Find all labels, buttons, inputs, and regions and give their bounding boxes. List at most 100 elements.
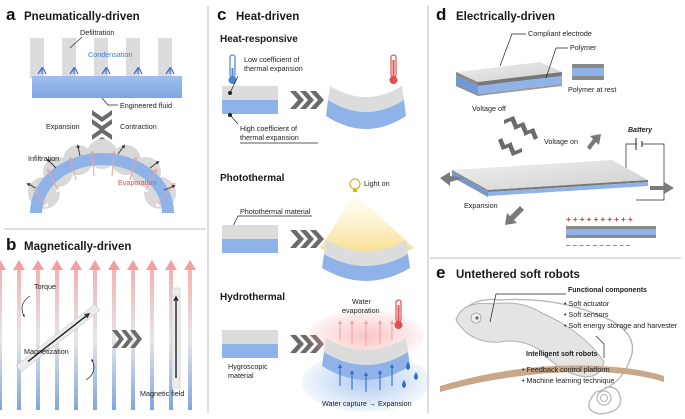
panel-e-title: Untethered soft robots [456,269,580,281]
low-coefficient-label-1: Low coefficient of [244,55,299,64]
magnetization-label: Magnetization [24,347,69,356]
water-evaporation-label-1: Water [352,297,372,306]
hy-bent-gray [324,338,408,365]
isr-item-0: • Feedback control platform [522,365,610,374]
panel-e: e Untethered soft robots Functional comp… [436,263,678,415]
panel-c: c Heat-driven Heat-responsive Low coeffi… [217,5,430,412]
panel-b-chevrons [112,330,142,348]
light-cone [320,194,414,258]
fc-item-0: • Soft actuator [564,299,610,308]
hy-blue-layer [222,344,278,358]
panel-d-title: Electrically-driven [456,11,555,23]
voltage-off-label: Voltage off [472,104,506,113]
bent-blue [326,100,406,129]
condensation-marks [37,67,175,75]
low-leader [229,75,239,94]
photothermal-material-label: Photothermal material [240,207,311,216]
dea-stack-rest [456,62,562,96]
water-capture-arrows [337,363,395,392]
panel-a-title: Pneumatically-driven [24,11,140,23]
torque-label: Torque [34,282,56,291]
hydrothermal-title: Hydrothermal [220,292,285,303]
charged-polymer [566,229,656,235]
functional-components-title: Functional components [568,287,647,294]
fc-item-2: • Soft energy storage and harvester [564,321,678,330]
water-evaporation-label-2: evaporation [342,306,380,315]
engineered-fluid-label: Engineered fluid [120,101,172,110]
panel-a-letter: a [6,5,16,24]
water-drop-icons [402,362,418,388]
voltage-on-label: Voltage on [544,137,578,146]
isr-item-1: • Machine learning technique [522,376,614,385]
low-cte-layer [222,86,278,100]
panel-c-letter: c [217,5,226,24]
pt-bent-blue [322,254,410,281]
charged-electrode-top [566,226,656,229]
defiltration-leader [69,36,83,49]
panel-b-title: Magnetically-driven [24,241,131,253]
expansion-label-d: Expansion [464,201,498,210]
battery-icon [635,138,643,150]
water-capture-label: Water capture → Expansion [322,399,412,408]
chameleon-illustration [455,298,634,415]
compliant-electrode-label: Compliant electrode [528,29,592,38]
heat-responsive-title: Heat-responsive [220,34,298,45]
pt-bent-gray [324,240,408,266]
isr-leader [595,335,605,358]
minus-charges: – – – – – – – – – – [566,241,631,250]
infiltration-label: Infiltration [28,154,59,163]
magnetic-field-arrows [0,260,196,410]
panel-b: b Magnetically-driven Torque Magnetizati… [0,235,196,410]
high-cte-layer [222,100,278,114]
hygroscopic-label-2: material [228,371,254,380]
polymer-leader [545,47,568,79]
high-coefficient-label-1: High coefficient of [240,124,297,133]
voltage-chevrons [498,116,538,156]
pt-blue-layer [222,239,278,253]
hy-bent-blue [322,352,410,380]
tilted-magnet [15,303,101,373]
functional-components-list: • Soft actuator • Soft sensors • Soft en… [564,299,678,330]
expansion-arrows [440,134,674,225]
expansion-label: Expansion [46,122,80,131]
photothermal-chevrons [290,230,324,248]
branch [440,365,664,392]
panel-b-letter: b [6,235,16,254]
high-coefficient-label-2: thermal expansion [240,133,299,142]
rest-electrode-top [572,64,604,68]
battery-label: Battery [628,127,653,134]
contraction-label: Contraction [120,122,157,131]
blue-thermometer-icon [228,54,237,84]
fc-item-1: • Soft sensors [564,310,609,319]
panel-e-letter: e [436,263,445,282]
high-leader [229,114,239,125]
red-thermometer-icon [389,54,398,84]
light-on-label: Light on [364,179,390,188]
inflated-actuator [26,139,176,213]
magnetic-field-label: Magnetic field [140,389,184,398]
battery-wire-right [636,143,665,201]
intelligent-soft-robots-title: Intelligent soft robots [526,351,598,358]
evaporation-arrows [338,320,394,346]
engineered-fluid-bar [32,76,182,98]
polymer-at-rest-label: Polymer at rest [568,85,616,94]
hygroscopic-label-1: Hygroscopic [228,362,268,371]
hy-gray-layer [222,330,278,344]
low-coefficient-label-2: thermal expansion [244,64,303,73]
condensation-label: Condensation [88,50,132,59]
polymer-label: Polymer [570,43,597,52]
torque-arrow-top [21,295,31,318]
plus-charges: + + + + + + + + + + [566,215,633,224]
charged-electrode-bottom [566,235,656,238]
intelligent-soft-robots-list: • Feedback control platform • Machine le… [522,365,614,385]
bent-gray [328,86,404,112]
aligned-magnet [171,287,181,389]
red-thermometer-icon-2 [394,299,403,329]
evaporation-label: Evaporation [118,178,156,187]
rest-polymer [572,68,604,76]
heat-responsive-chevrons [290,91,324,109]
rest-electrode-bottom [572,76,604,80]
torque-arrow-bottom [85,358,95,381]
